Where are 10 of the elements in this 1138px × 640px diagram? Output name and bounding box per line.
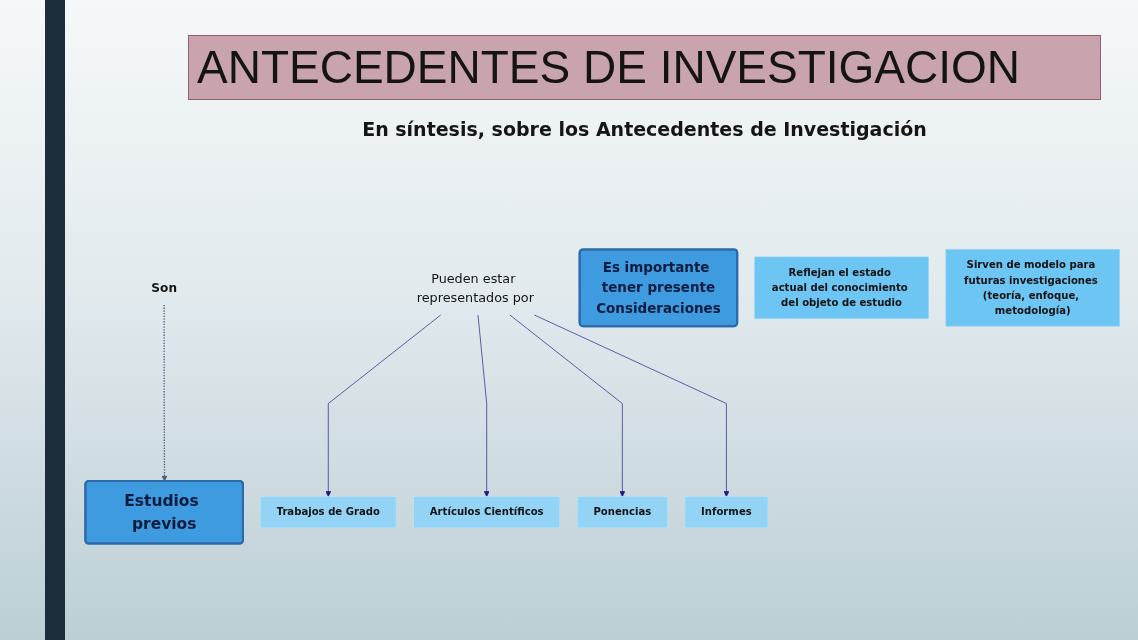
slide-title: ANTECEDENTES DE INVESTIGACION xyxy=(188,35,1101,100)
subtitle: En síntesis, sobre los Antecedentes de Investigación xyxy=(362,118,927,140)
node-box: Sirven de modelo para futuras investigaciones (teoría, enfoque, metodología) xyxy=(945,248,1120,326)
node-box: Trabajos de Grado xyxy=(260,495,397,528)
node-box: Ponencias xyxy=(576,495,668,528)
node-box: Artículos Científicos xyxy=(413,495,561,528)
node-box: Reflejan el estado actual del conocimiento del objeto de estudio xyxy=(754,256,929,319)
node-text: Pueden estar representados por xyxy=(416,270,534,305)
node-box: Informes xyxy=(684,495,769,528)
node-text: Son xyxy=(151,280,178,295)
